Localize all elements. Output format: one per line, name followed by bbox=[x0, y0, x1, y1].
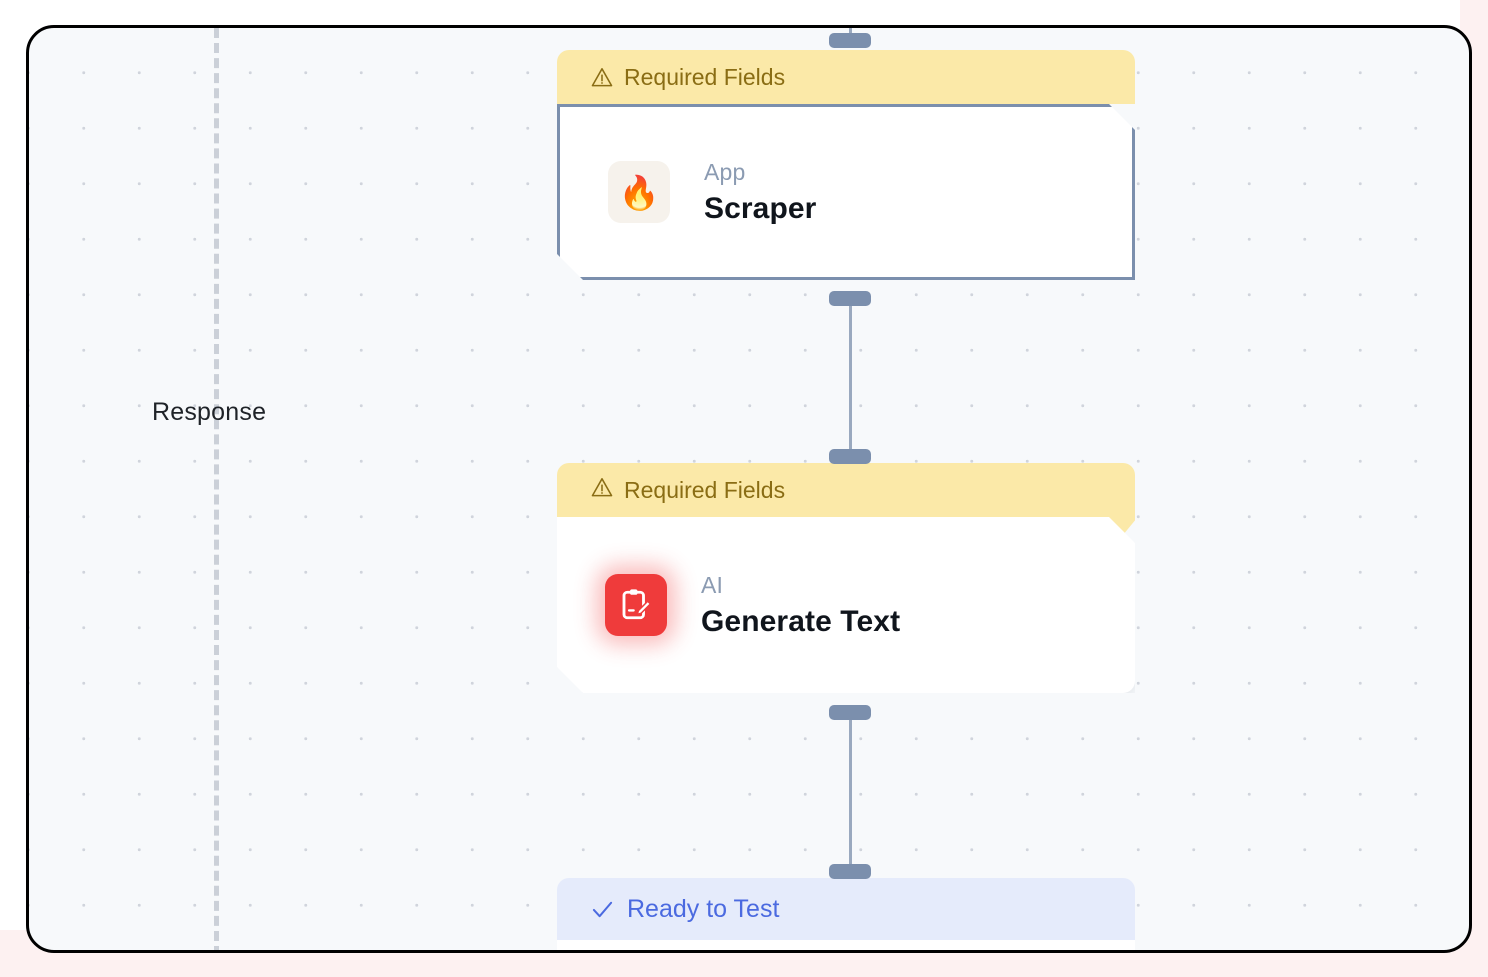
node-ready-banner: Ready to Test bbox=[557, 878, 1135, 940]
node-generate-text-kind: AI bbox=[701, 571, 724, 598]
warning-triangle-icon bbox=[591, 478, 613, 497]
clipboard-pencil-glyph bbox=[618, 587, 654, 623]
node-scraper-card[interactable]: 🔥 App Scraper bbox=[557, 104, 1135, 280]
node-ready-card[interactable] bbox=[557, 940, 1135, 950]
warning-triangle-icon bbox=[591, 68, 613, 87]
handle-generate-text-target[interactable] bbox=[829, 449, 871, 464]
node-scraper-banner: Required Fields bbox=[557, 50, 1135, 104]
edge-scraper-to-generate-text bbox=[849, 300, 852, 458]
node-ready-banner-label: Ready to Test bbox=[627, 894, 780, 923]
workflow-canvas[interactable]: Response Required Fields 🔥 App Sc bbox=[26, 25, 1472, 953]
sheet-backdrop-top bbox=[0, 0, 1455, 22]
node-scraper-banner-label: Required Fields bbox=[624, 63, 786, 90]
check-icon bbox=[592, 901, 613, 918]
flame-icon: 🔥 bbox=[608, 161, 670, 223]
lane-label-response: Response bbox=[152, 398, 267, 426]
node-generate-text-meta: AI Generate Text bbox=[701, 572, 900, 639]
node-generate-text[interactable]: Required Fields AI Generate Text bbox=[557, 463, 1135, 693]
node-scraper-title: Scraper bbox=[704, 191, 817, 225]
handle-scraper-source[interactable] bbox=[829, 291, 871, 306]
edge-incoming-top bbox=[849, 28, 852, 34]
flame-icon-glyph: 🔥 bbox=[618, 173, 660, 211]
handle-scraper-target[interactable] bbox=[829, 33, 871, 48]
clipboard-pencil-icon bbox=[605, 574, 667, 636]
node-generate-text-card[interactable]: AI Generate Text bbox=[557, 517, 1135, 693]
node-generate-text-banner-label: Required Fields bbox=[624, 477, 786, 503]
node-scraper-kind: App bbox=[704, 158, 746, 185]
handle-generate-text-source[interactable] bbox=[829, 705, 871, 720]
handle-ready-target[interactable] bbox=[829, 864, 871, 879]
edge-generate-text-to-ready bbox=[849, 714, 852, 873]
lane-divider bbox=[214, 28, 219, 950]
node-scraper[interactable]: Required Fields 🔥 App Scraper bbox=[557, 50, 1135, 280]
node-ready-to-test[interactable]: Ready to Test bbox=[557, 878, 1135, 950]
node-generate-text-title: Generate Text bbox=[701, 604, 901, 638]
node-scraper-meta: App Scraper bbox=[704, 159, 816, 226]
